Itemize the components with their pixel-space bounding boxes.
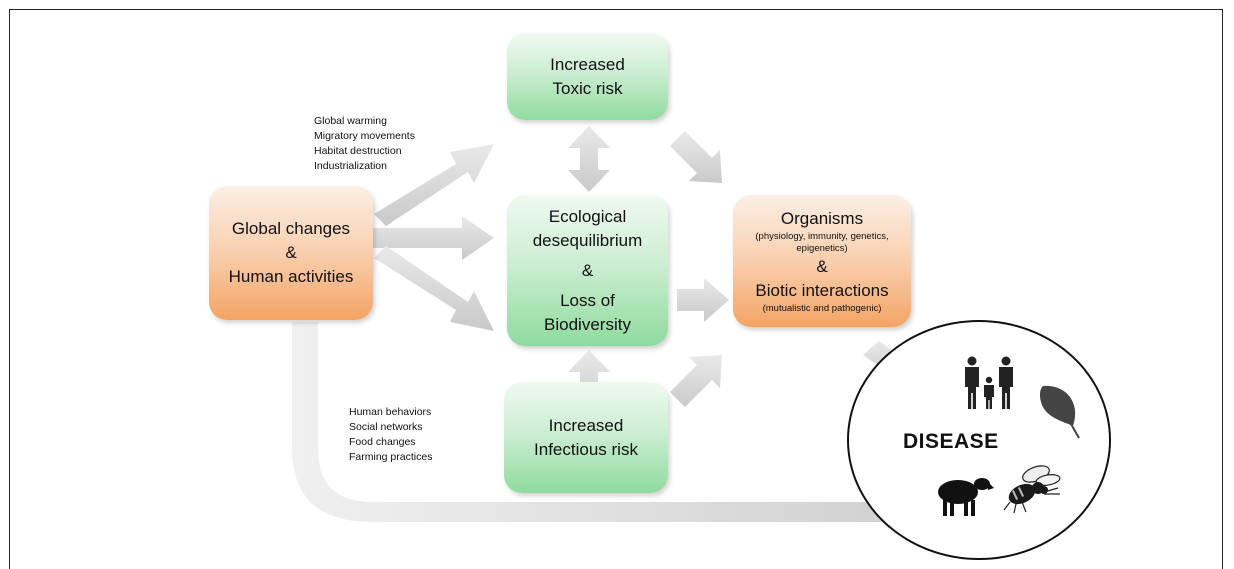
infectious-risk-box: Increased Infectious risk [504, 382, 668, 493]
arrow-global-to-toxic [374, 144, 494, 226]
ecological-line1: Ecological [548, 206, 627, 226]
infectious-line1: Increased [548, 415, 624, 435]
note-item: Food changes [349, 436, 416, 448]
leaf-icon [1039, 385, 1080, 439]
arrow-infectious-to-organisms [670, 355, 722, 407]
note-item: Farming practices [349, 451, 433, 463]
organisms-amp: & [816, 257, 828, 276]
note-item: Social networks [349, 421, 423, 433]
arrow-toxic-to-organisms [670, 131, 722, 183]
ecological-line2: desequilibrium [532, 230, 643, 250]
disease-label: DISEASE [903, 430, 999, 453]
note-item: Industrialization [314, 160, 387, 172]
organisms-sub1: (physiology, immunity, genetics, [755, 231, 889, 242]
arrow-global-to-ecological [372, 216, 494, 260]
arrow-ecological-to-organisms [677, 278, 729, 322]
organisms-box: Organisms (physiology, immunity, genetic… [733, 195, 911, 327]
global-changes-box: Global changes & Human activities [209, 186, 373, 320]
sheep-icon [938, 478, 994, 516]
organisms-title2: Biotic interactions [755, 281, 889, 300]
arrow-global-to-disease [292, 322, 934, 534]
global-line2: & [285, 243, 297, 262]
arrow-toxic-ecological [568, 126, 610, 192]
organisms-sub2: epigenetics) [796, 243, 848, 254]
ecological-line3: & [581, 260, 594, 280]
note-item: Habitat destruction [314, 145, 402, 157]
figure-frame [9, 9, 1223, 569]
organisms-sub3: (mutualistic and pathogenic) [762, 303, 882, 314]
note-item: Migratory movements [314, 130, 415, 142]
organisms-title: Organisms [780, 209, 864, 228]
note-item: Global warming [314, 115, 387, 127]
note-item: Human behaviors [349, 406, 432, 418]
toxic-risk-box: Increased Toxic risk [507, 33, 668, 120]
infectious-line2: Infectious risk [534, 439, 638, 459]
bee-icon [1003, 465, 1061, 514]
arrow-global-to-biodiversity [374, 246, 494, 331]
global-changes-notes: Global warming Migratory movements Habit… [314, 114, 415, 174]
family-icon [965, 356, 1013, 409]
toxic-line1: Increased [550, 54, 625, 74]
ecological-line4: Loss of [560, 290, 615, 310]
global-line3: Human activities [228, 267, 354, 286]
toxic-line2: Toxic risk [552, 78, 623, 98]
ecological-box: Ecological desequilibrium & Loss of Biod… [507, 195, 668, 346]
ecological-line5: Biodiversity [544, 314, 631, 334]
global-line1: Global changes [231, 219, 351, 238]
disease-circle [847, 320, 1111, 560]
human-activity-notes: Human behaviors Social networks Food cha… [349, 405, 432, 465]
